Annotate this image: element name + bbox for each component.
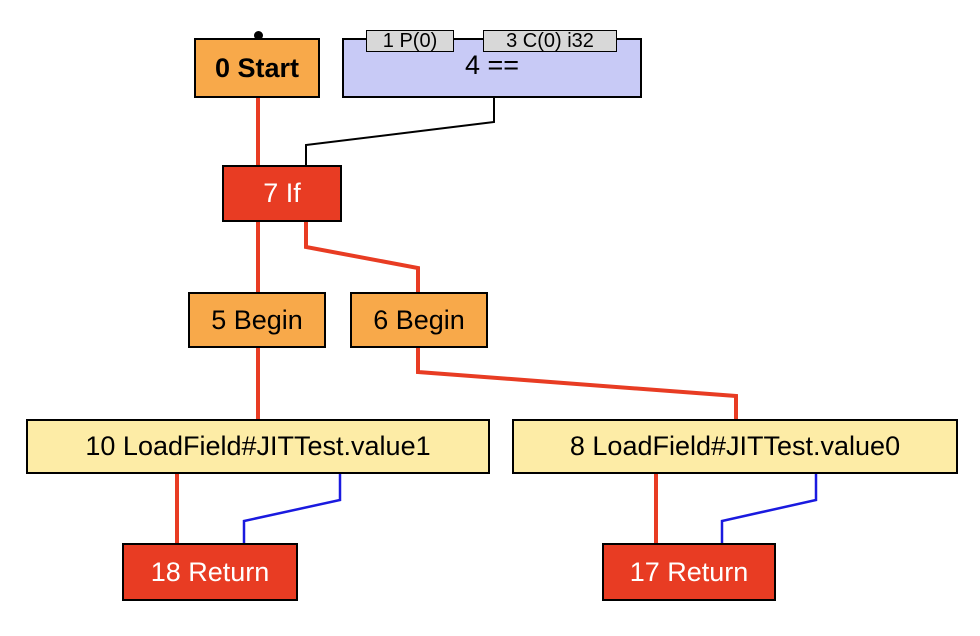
edge-if-to-begin6 <box>304 222 420 292</box>
node-start-label: 0 Start <box>214 52 300 83</box>
node-loadfield-10[interactable]: 10 LoadField#JITTest.value1 <box>26 419 490 474</box>
node-begin-6[interactable]: 6 Begin <box>350 292 488 348</box>
node-loadfield-8-label: 8 LoadField#JITTest.value0 <box>569 431 901 461</box>
node-return-17[interactable]: 17 Return <box>602 543 776 601</box>
edge-load8-value-to-ret17 <box>720 474 818 543</box>
node-begin-5-label: 5 Begin <box>211 304 303 335</box>
compare-input-const[interactable]: 3 C(0) i32 <box>483 30 617 52</box>
node-begin-6-label: 6 Begin <box>373 304 465 335</box>
edge-begin6-to-load8 <box>416 348 738 419</box>
start-port-dot <box>254 31 263 40</box>
compare-input-param-label: 1 P(0) <box>382 30 438 52</box>
node-return-17-label: 17 Return <box>629 556 749 587</box>
node-loadfield-10-label: 10 LoadField#JITTest.value1 <box>85 431 431 461</box>
node-if-label: 7 If <box>263 178 301 208</box>
compare-input-const-label: 3 C(0) i32 <box>506 30 594 52</box>
node-return-18[interactable]: 18 Return <box>122 543 298 601</box>
node-compare-label: 4 == <box>464 50 520 80</box>
node-start[interactable]: 0 Start <box>194 38 320 98</box>
node-return-18-label: 18 Return <box>150 556 270 587</box>
node-loadfield-8[interactable]: 8 LoadField#JITTest.value0 <box>512 419 958 474</box>
compare-input-param[interactable]: 1 P(0) <box>366 30 454 52</box>
edge-cmp-to-if <box>305 98 495 165</box>
node-begin-5[interactable]: 5 Begin <box>188 292 326 348</box>
node-if[interactable]: 7 If <box>222 165 342 222</box>
edge-load10-value-to-ret18 <box>242 474 342 543</box>
